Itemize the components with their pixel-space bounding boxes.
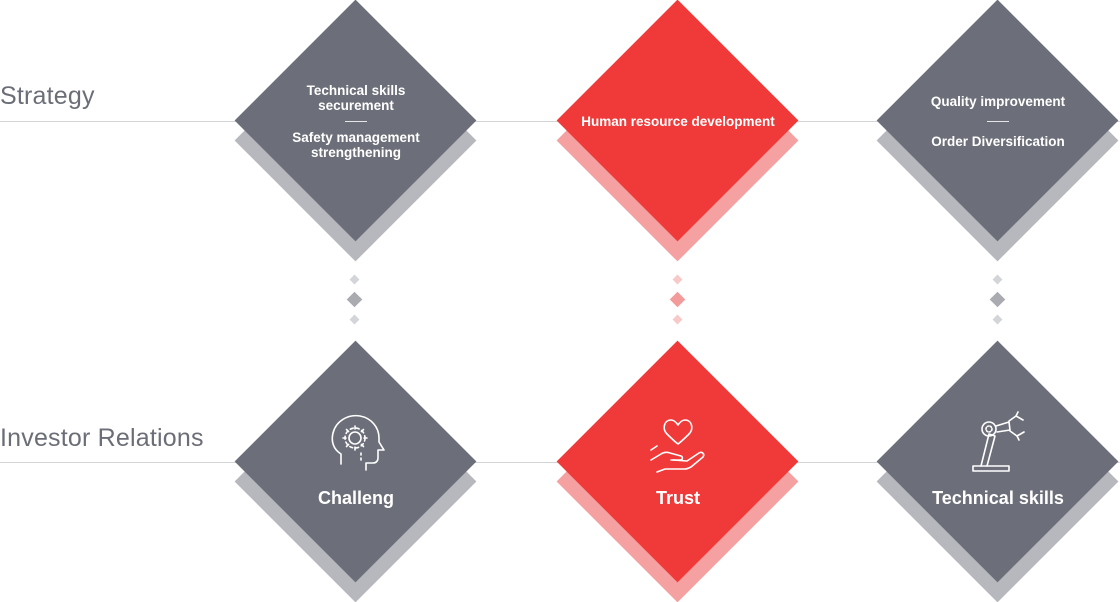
strategy-item-text: Order Diversification: [931, 133, 1065, 149]
value-diamond-trust: Trust: [556, 340, 799, 602]
value-label: Technical skills: [932, 487, 1064, 508]
strategy-row-label: Strategy: [0, 82, 95, 110]
value-label: Challeng: [317, 487, 394, 508]
strategy-item-text: Human resource development: [581, 113, 775, 129]
connector-dot: [672, 274, 683, 285]
connector-dot: [346, 291, 363, 308]
connector-dot: [349, 274, 360, 285]
strategy-diamond-quality-order: Quality improvement Order Diversificatio…: [876, 0, 1119, 262]
investor-relations-row-label: Investor Relations: [0, 424, 204, 452]
heart-hand-icon: [643, 408, 713, 478]
brain-gear-icon: [321, 408, 391, 478]
value-diamond-technical-skills: Technical skills: [876, 340, 1119, 602]
strategy-diamond-technical-safety: Technical skills securement Safety manag…: [234, 0, 477, 262]
connector-dot: [349, 314, 360, 325]
strategy-item-separator: [345, 120, 367, 122]
value-diamond-challeng: Challeng: [234, 340, 477, 602]
value-label: Trust: [655, 487, 700, 508]
connector-dot: [669, 291, 686, 308]
robot-arm-icon: [963, 408, 1033, 478]
strategy-diamond-human-resource: Human resource development: [556, 0, 799, 262]
strategy-item-text: Safety management strengthening: [292, 129, 420, 160]
connector-dot: [672, 314, 683, 325]
strategy-item-separator: [987, 120, 1009, 122]
connector-dot: [992, 314, 1003, 325]
connector-dot: [989, 291, 1006, 308]
strategy-item-text: Technical skills securement: [306, 82, 406, 113]
strategy-item-text: Quality improvement: [930, 93, 1066, 109]
connector-dot: [992, 274, 1003, 285]
